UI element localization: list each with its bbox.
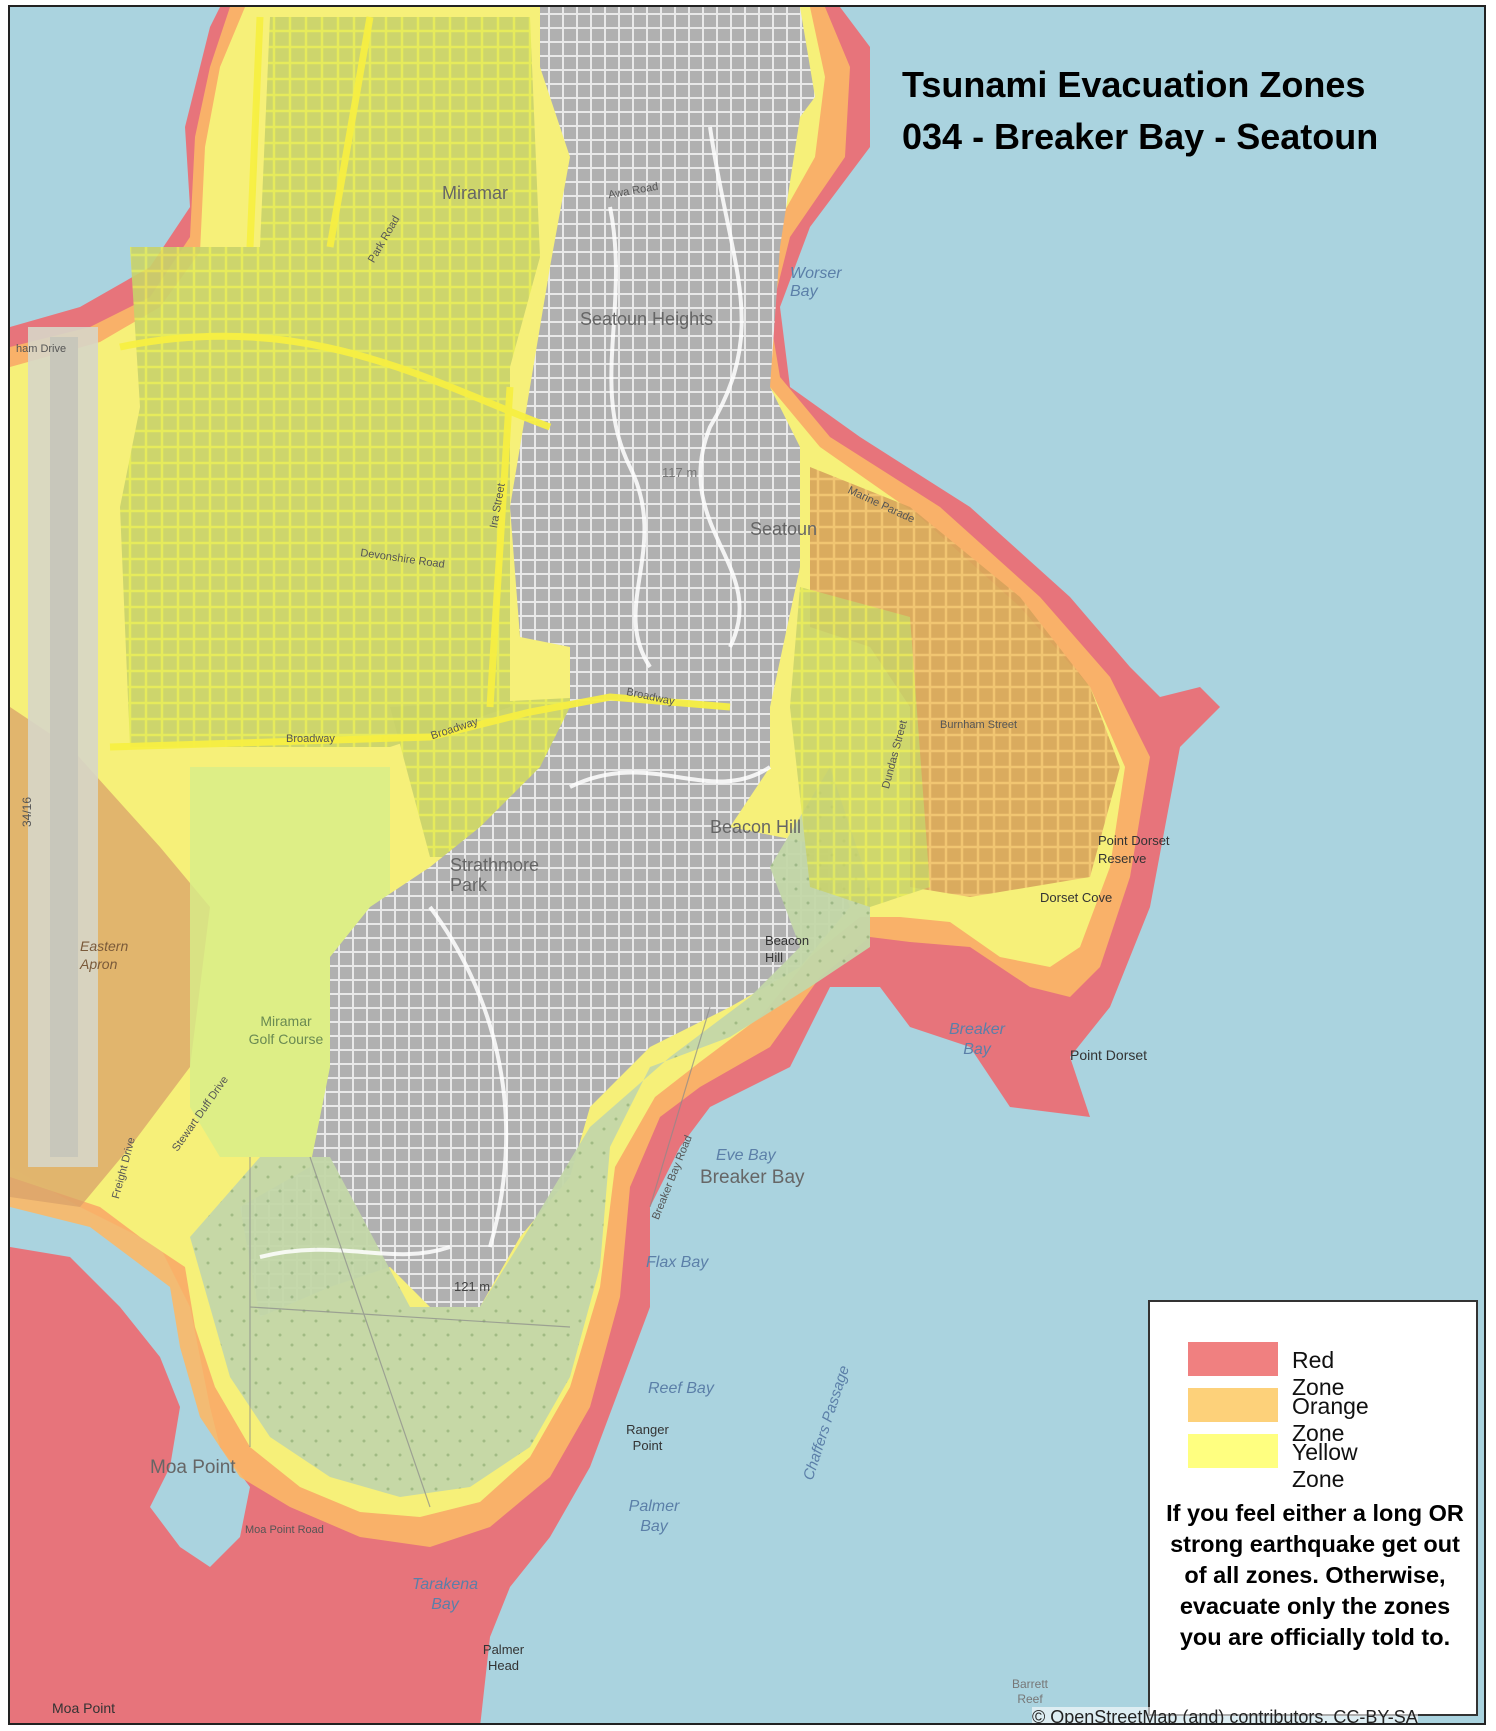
label-ranger-point: Ranger Point xyxy=(626,1422,669,1453)
map-canvas[interactable]: Worser Bay Seatoun Heights Seatoun Miram… xyxy=(8,5,1486,1725)
label-miramar-golf-course: Miramar Golf Course xyxy=(248,1013,324,1047)
label-point-dorset-reserve: Point Dorset Reserve xyxy=(1098,833,1170,866)
label-eve-bay: Eve Bay xyxy=(716,1147,776,1164)
seatoun-heights-suburb xyxy=(240,7,850,1317)
label-seatoun: Seatoun xyxy=(750,519,818,539)
reserve-forest xyxy=(190,767,870,1497)
label-breaker-bay-suburb: Breaker Bay xyxy=(700,1167,805,1188)
label-worser-bay: Worser Bay xyxy=(790,265,842,300)
label-eastern-apron: Eastern Apron xyxy=(80,938,129,972)
map-title-line1: Tsunami Evacuation Zones xyxy=(902,64,1366,105)
label-barrett-reef: Barrett Reef xyxy=(1011,1677,1048,1706)
legend-label-orange: Orange Zone xyxy=(1292,1393,1369,1446)
label-tarakena-bay: Tarakena Bay xyxy=(411,1576,479,1613)
label-runway: 34/16 xyxy=(20,796,34,827)
map-title: Tsunami Evacuation Zones 034 - Breaker B… xyxy=(902,59,1378,163)
map-title-line2: 034 - Breaker Bay - Seatoun xyxy=(902,116,1379,157)
label-palmer-bay: Palmer Bay xyxy=(628,1498,680,1535)
label-beacon-hill-peak: Beacon Hill xyxy=(765,933,810,965)
legend-label-red: Red Zone xyxy=(1292,1347,1345,1400)
miramar-suburb xyxy=(120,17,540,747)
label-palmer-head: Palmer Head xyxy=(482,1642,525,1673)
label-reef-bay: Reef Bay xyxy=(648,1380,714,1397)
label-strathmore-park: Strathmore Park xyxy=(450,855,540,895)
label-seatoun-heights: Seatoun Heights xyxy=(580,309,714,329)
label-broadway-w: Broadway xyxy=(286,733,335,745)
label-peak-121: 121 m xyxy=(454,1279,491,1294)
label-beacon-hill: Beacon Hill xyxy=(710,817,802,837)
label-moa-point-south: Moa Point xyxy=(52,1700,116,1716)
label-burnham-street: Burnham Street xyxy=(940,719,1018,731)
label-breaker-bay-water: Breaker Bay xyxy=(948,1021,1006,1058)
legend-swatch-red xyxy=(1188,1342,1278,1376)
seatoun-suburb xyxy=(810,467,1120,897)
hill-roads xyxy=(259,126,772,1259)
evacuation-warning: If you feel either a long OR strong eart… xyxy=(1166,1500,1464,1650)
legend-box: Red Zone Orange Zone Yellow Zone If you … xyxy=(1148,1300,1478,1716)
label-moa-point-road: Moa Point Road xyxy=(245,1524,324,1536)
map-attribution: © OpenStreetMap (and) contributors, CC-B… xyxy=(1032,1707,1418,1723)
label-point-dorset: Point Dorset xyxy=(1070,1047,1148,1063)
label-peak-117: 117 m xyxy=(662,465,698,480)
legend-label-yellow: Yellow Zone xyxy=(1292,1439,1358,1492)
label-flax-bay: Flax Bay xyxy=(646,1254,709,1271)
label-miramar: Miramar xyxy=(442,183,508,203)
map-graphic xyxy=(10,7,1220,1723)
legend-swatch-yellow xyxy=(1188,1434,1278,1468)
main-roads xyxy=(109,16,731,751)
label-moa-point: Moa Point xyxy=(150,1457,236,1478)
label-dorset-cove: Dorset Cove xyxy=(1040,890,1113,905)
legend-swatch-orange xyxy=(1188,1388,1278,1422)
label-rongotai-drive: ham Drive xyxy=(16,343,67,355)
